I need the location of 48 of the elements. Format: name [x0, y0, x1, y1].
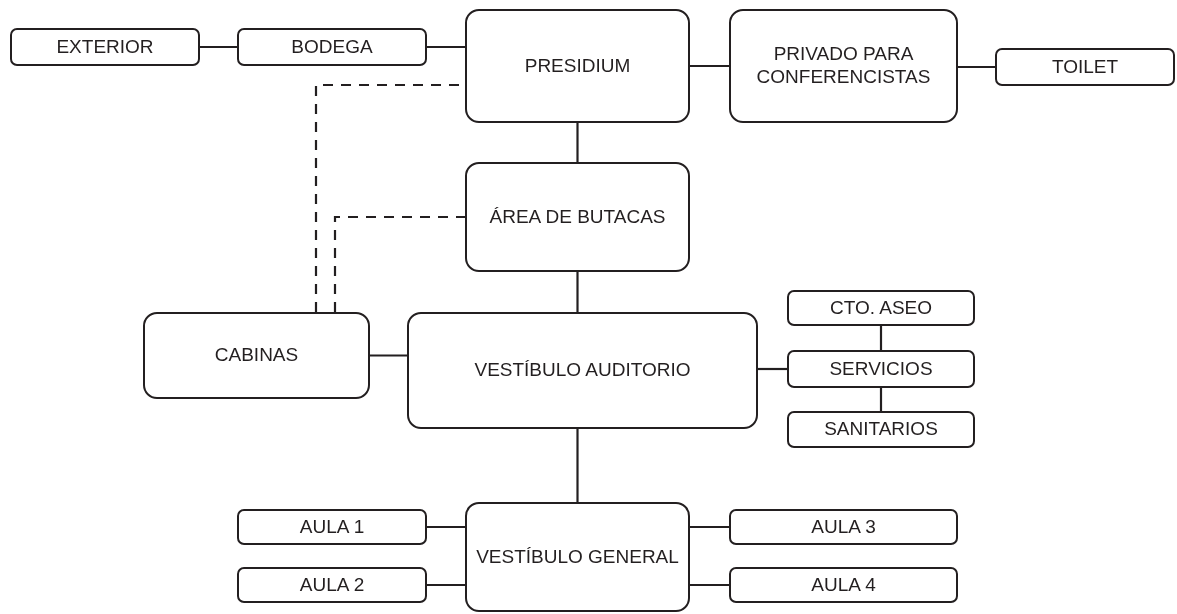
- room-box: [407, 312, 758, 429]
- connector-line: [427, 45, 465, 49]
- connector-line: [690, 583, 729, 587]
- room-box: [237, 28, 427, 66]
- room-box: [10, 28, 200, 66]
- room-box: [237, 567, 427, 603]
- connector-line: [690, 64, 729, 68]
- room-label: AULA 3: [810, 515, 877, 539]
- room-box: [729, 567, 958, 603]
- room-label: VESTÍBULO AUDITORIO: [473, 359, 692, 382]
- connector-line: [576, 123, 579, 162]
- room-label: AULA 1: [298, 515, 366, 539]
- connector-line: [758, 367, 787, 371]
- room-label: AULA 4: [810, 573, 877, 597]
- room-label: ÁREA DE BUTACAS: [488, 205, 667, 229]
- room-box: [237, 509, 427, 545]
- connector-line: [427, 583, 465, 587]
- connector-line: [690, 525, 729, 529]
- room-label: SANITARIOS: [823, 418, 939, 441]
- connector-line: [427, 525, 465, 529]
- connector-line: [576, 429, 579, 502]
- room-label: EXTERIOR: [55, 35, 155, 59]
- room-box: [787, 350, 975, 388]
- room-label: CABINAS: [213, 344, 300, 367]
- room-label: SERVICIOS: [828, 357, 934, 381]
- room-label: VESTÍBULO GENERAL: [475, 545, 680, 569]
- connector-line: [576, 272, 579, 312]
- connector-line: [200, 45, 237, 49]
- room-box: [465, 162, 690, 272]
- room-box: [787, 411, 975, 448]
- room-box: [787, 290, 975, 326]
- room-box: [465, 502, 690, 612]
- connector-line: [958, 65, 995, 69]
- room-box: [465, 9, 690, 123]
- room-label: TOILET: [1050, 55, 1120, 79]
- room-label: CTO. ASEO: [828, 296, 934, 320]
- room-label: BODEGA: [290, 35, 374, 59]
- connector-line: [879, 388, 883, 411]
- connector-line: [879, 326, 883, 350]
- room-box: [995, 48, 1175, 86]
- room-box: [143, 312, 370, 399]
- connector-line: [370, 354, 407, 357]
- room-box: [729, 509, 958, 545]
- room-label: AULA 2: [298, 573, 366, 597]
- room-box: [729, 9, 958, 123]
- dashed-connector: [333, 215, 465, 312]
- room-label: PRIVADO PARA CONFERENCISTAS: [755, 43, 932, 89]
- room-label: PRESIDIUM: [523, 54, 632, 78]
